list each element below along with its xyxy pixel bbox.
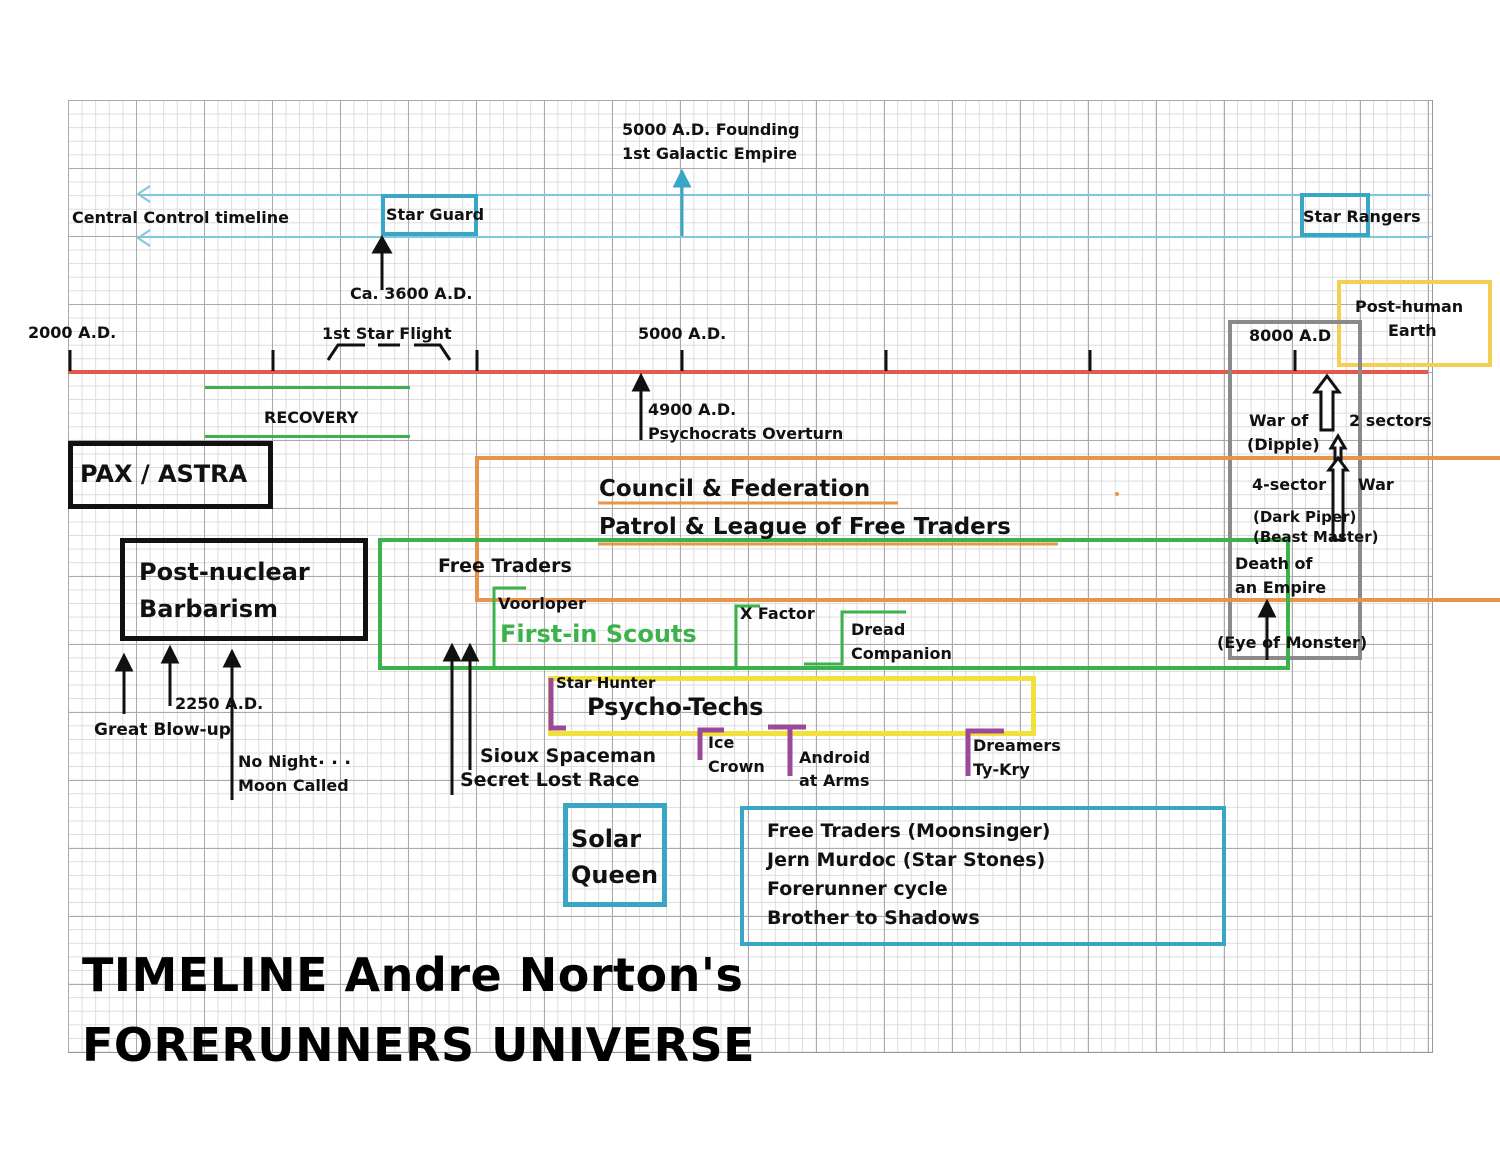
ice-crown-label-line1: Ice <box>708 733 735 752</box>
psychocrats-label-line1: 4900 A.D. <box>648 400 737 419</box>
main-timeline-axis <box>68 370 1428 374</box>
dark-piper-label: (Dark Piper) <box>1253 508 1357 526</box>
solar-queen-label-line2: Queen <box>571 861 659 889</box>
star-flight-bracket <box>326 343 452 361</box>
central-control-label: Central Control timeline <box>72 208 289 227</box>
two-sectors-label: 2 sectors <box>1349 411 1432 430</box>
ice-crown-bracket <box>697 727 724 760</box>
star-hunter-label: Star Hunter <box>556 674 656 692</box>
novel-list-box <box>740 806 1226 946</box>
voorloper-label: Voorloper <box>498 594 587 613</box>
novel-list-item: Free Traders (Moonsinger) <box>767 820 1051 842</box>
diagram-title-line2: FORERUNNERS UNIVERSE <box>82 1018 756 1072</box>
war-of-label: War of <box>1249 411 1309 430</box>
graph-paper-grid <box>68 100 1433 1053</box>
novel-list-item: Brother to Shadows <box>767 907 980 929</box>
diagram-title-line1: TIMELINE Andre Norton's <box>82 948 744 1002</box>
star-guard-box <box>381 194 478 236</box>
post-nuclear-label-line2: Barbarism <box>139 595 279 623</box>
dreamers-label-line2: Ty-Kry <box>973 760 1030 779</box>
solar-queen-label-line1: Solar <box>571 825 642 853</box>
x-factor-label: X Factor <box>740 604 815 623</box>
central-control-chevron-bottom <box>136 229 151 247</box>
eye-of-monster-label: (Eye of Monster) <box>1217 633 1368 652</box>
pax-astra-box <box>68 441 273 509</box>
post-human-arrow <box>1312 373 1342 432</box>
dreamers-bracket <box>965 728 1004 776</box>
late-era-box <box>1228 320 1362 660</box>
dreamers-label-line1: Dreamers <box>973 736 1061 755</box>
founding-label-line1: 5000 A.D. Founding <box>622 120 800 139</box>
patrol-label: Patrol & League of Free Traders <box>599 514 1011 540</box>
ca-3600-label: Ca. 3600 A.D. <box>350 284 473 303</box>
psychocrats-label-line2: Psychocrats Overturn <box>648 424 844 443</box>
recovery-line-bottom <box>205 435 410 438</box>
pax-astra-label: PAX / ASTRA <box>80 460 248 488</box>
novel-list-item: Jern Murdoc (Star Stones) <box>767 849 1046 871</box>
android-bracket <box>768 724 806 776</box>
no-night-label: No Night <box>238 752 318 771</box>
voorloper-bracket <box>492 586 526 668</box>
first-in-scouts-label: First-in Scouts <box>500 620 697 648</box>
ellipsis-label: . . . <box>318 748 352 769</box>
ice-crown-label-line2: Crown <box>708 757 765 776</box>
x-factor-bracket <box>734 604 764 670</box>
central-control-line-top <box>140 194 1430 196</box>
tick-label-2000: 2000 A.D. <box>28 323 117 342</box>
post-human-label-line2: Earth <box>1388 321 1437 340</box>
four-sector-arrow <box>1326 455 1350 542</box>
free-traders-label: Free Traders <box>438 555 572 577</box>
dipple-label: (Dipple) <box>1247 435 1320 454</box>
star-guard-label: Star Guard <box>386 205 485 224</box>
solar-queen-box <box>563 803 667 907</box>
sioux-spaceman-label: Sioux Spaceman <box>480 745 657 767</box>
tick-label-8000: 8000 A.D <box>1249 326 1332 345</box>
death-empire-label-line2: an Empire <box>1235 578 1327 597</box>
android-label-line1: Android <box>799 748 871 767</box>
secret-lost-race-label: Secret Lost Race <box>460 769 640 791</box>
post-nuclear-label-line1: Post-nuclear <box>139 558 310 586</box>
star-rangers-box <box>1300 193 1370 237</box>
council-label: Council & Federation <box>599 476 871 502</box>
moon-called-label: Moon Called <box>238 776 349 795</box>
war-label: War <box>1358 475 1394 494</box>
tick-label-5000: 5000 A.D. <box>638 324 727 343</box>
star-hunter-bracket <box>548 678 566 731</box>
founding-label-line2: 1st Galactic Empire <box>622 144 798 163</box>
four-sector-label: 4-sector <box>1252 475 1327 494</box>
dread-label-line2: Companion <box>851 644 952 663</box>
dread-label-line1: Dread <box>851 620 906 639</box>
post-human-label-line1: Post-human <box>1355 297 1464 316</box>
central-control-line-bottom <box>140 236 1430 238</box>
dread-bracket <box>804 610 906 666</box>
post-nuclear-box <box>120 538 368 641</box>
two-sectors-arrow <box>1328 433 1348 462</box>
android-label-line2: at Arms <box>799 771 870 790</box>
psycho-techs-label: Psycho-Techs <box>587 693 764 721</box>
first-star-flight-label: 1st Star Flight <box>322 324 452 343</box>
recovery-line-top <box>205 386 410 389</box>
council-federation-box <box>475 456 1500 602</box>
free-traders-box <box>378 538 1290 670</box>
star-rangers-label: Star Rangers <box>1303 207 1421 226</box>
beast-master-label: (Beast Master) <box>1253 528 1379 546</box>
novel-list-item: Forerunner cycle <box>767 878 948 900</box>
recovery-label: RECOVERY <box>264 408 359 427</box>
year-2250-label: 2250 A.D. <box>175 694 264 713</box>
great-blow-up-label: Great Blow-up <box>94 720 231 740</box>
death-empire-label-line1: Death of <box>1235 554 1313 573</box>
central-control-chevron-top <box>136 185 151 203</box>
